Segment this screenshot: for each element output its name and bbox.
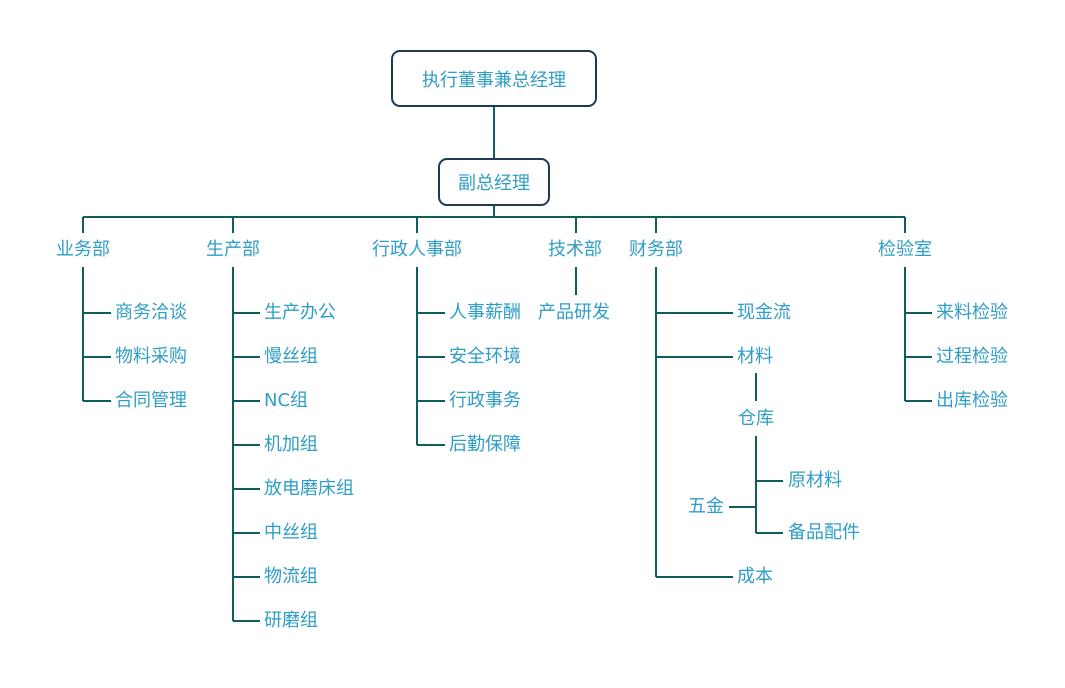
production-item: 生产办公 — [262, 302, 338, 324]
qc-item: 来料检验 — [934, 302, 1010, 324]
qc-item: 过程检验 — [934, 346, 1010, 368]
ceo-title: 执行董事兼总经理 — [422, 69, 566, 91]
production-item: NC组 — [262, 390, 311, 412]
qc-item: 出库检验 — [934, 390, 1010, 412]
production-item: 机加组 — [262, 434, 320, 456]
finance-raw-materials: 原材料 — [786, 470, 844, 492]
ceo-box: 执行董事兼总经理 — [391, 50, 597, 107]
finance-spare-parts: 备品配件 — [786, 522, 862, 544]
finance-warehouse: 仓库 — [736, 408, 776, 430]
finance-cash: 现金流 — [735, 302, 793, 324]
production-item: 中丝组 — [262, 522, 320, 544]
finance-cost: 成本 — [735, 566, 775, 588]
production-item: 放电磨床组 — [262, 478, 356, 500]
finance-materials: 材料 — [735, 346, 775, 368]
dept-tech: 技术部 — [546, 239, 604, 261]
vp-box: 副总经理 — [438, 158, 550, 206]
production-item: 研磨组 — [262, 610, 320, 632]
vp-title: 副总经理 — [458, 173, 530, 194]
dept-production: 生产部 — [204, 239, 262, 261]
business-item: 商务洽谈 — [113, 302, 189, 324]
production-item: 慢丝组 — [262, 346, 320, 368]
dept-admin-hr: 行政人事部 — [370, 239, 464, 261]
dept-finance: 财务部 — [627, 239, 685, 261]
admin-hr-item: 安全环境 — [447, 346, 523, 368]
finance-hardware: 五金 — [686, 496, 726, 518]
business-item: 合同管理 — [113, 390, 189, 412]
dept-qc: 检验室 — [876, 239, 934, 261]
admin-hr-item: 后勤保障 — [447, 434, 523, 456]
dept-business: 业务部 — [54, 239, 112, 261]
production-item: 物流组 — [262, 566, 320, 588]
admin-hr-item: 人事薪酬 — [447, 302, 523, 324]
admin-hr-item: 行政事务 — [447, 390, 523, 412]
tech-item: 产品研发 — [536, 302, 612, 324]
business-item: 物料采购 — [113, 346, 189, 368]
